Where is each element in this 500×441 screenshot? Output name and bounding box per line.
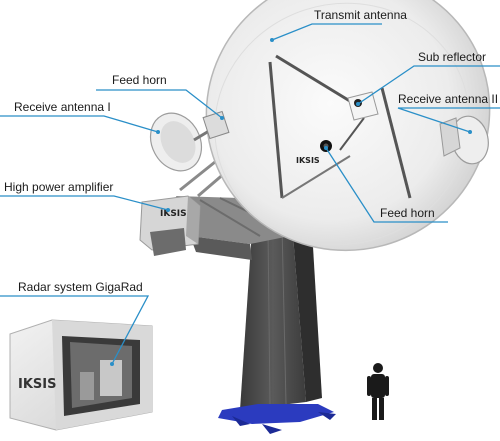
leader-radar-system xyxy=(0,295,150,365)
svg-text:IKSIS: IKSIS xyxy=(18,377,56,392)
leader-sub-reflector xyxy=(357,65,500,105)
label-receive-antenna-1: Receive antenna I xyxy=(14,100,111,114)
label-receive-antenna-2: Receive antenna II xyxy=(398,92,499,106)
receive-antenna-1 xyxy=(149,110,230,172)
label-feed-horn-right: Feed horn xyxy=(380,206,435,220)
tower xyxy=(240,222,322,410)
leader-feed-horn-top xyxy=(96,89,223,119)
tower-base xyxy=(218,404,336,434)
logo-emblem-amplifier: IKSIS xyxy=(160,209,187,219)
svg-text:IKSIS: IKSIS xyxy=(160,209,187,219)
label-high-power-amplifier: High power amplifier xyxy=(4,180,114,194)
radar-shelter: IKSIS xyxy=(9,319,153,431)
label-transmit-antenna: Transmit antenna xyxy=(314,8,407,22)
leader-receive-antenna-1 xyxy=(0,115,159,133)
logo-emblem-dish: IKSIS xyxy=(296,156,320,165)
label-sub-reflector: Sub reflector xyxy=(418,50,487,64)
svg-text:IKSIS: IKSIS xyxy=(296,156,320,165)
leader-transmit-antenna xyxy=(271,23,382,41)
label-feed-horn-top: Feed horn xyxy=(112,73,167,87)
human-figure xyxy=(367,363,389,420)
leader-endpoints xyxy=(110,38,472,366)
leader-high-power-amplifier xyxy=(0,195,169,211)
label-radar-system: Radar system GigaRad xyxy=(18,280,143,294)
amplifier-box xyxy=(139,195,201,256)
transmit-dish xyxy=(205,0,491,252)
leader-feed-horn-right xyxy=(325,147,448,223)
leader-lines xyxy=(0,23,500,365)
leader-receive-antenna-2 xyxy=(397,107,500,133)
